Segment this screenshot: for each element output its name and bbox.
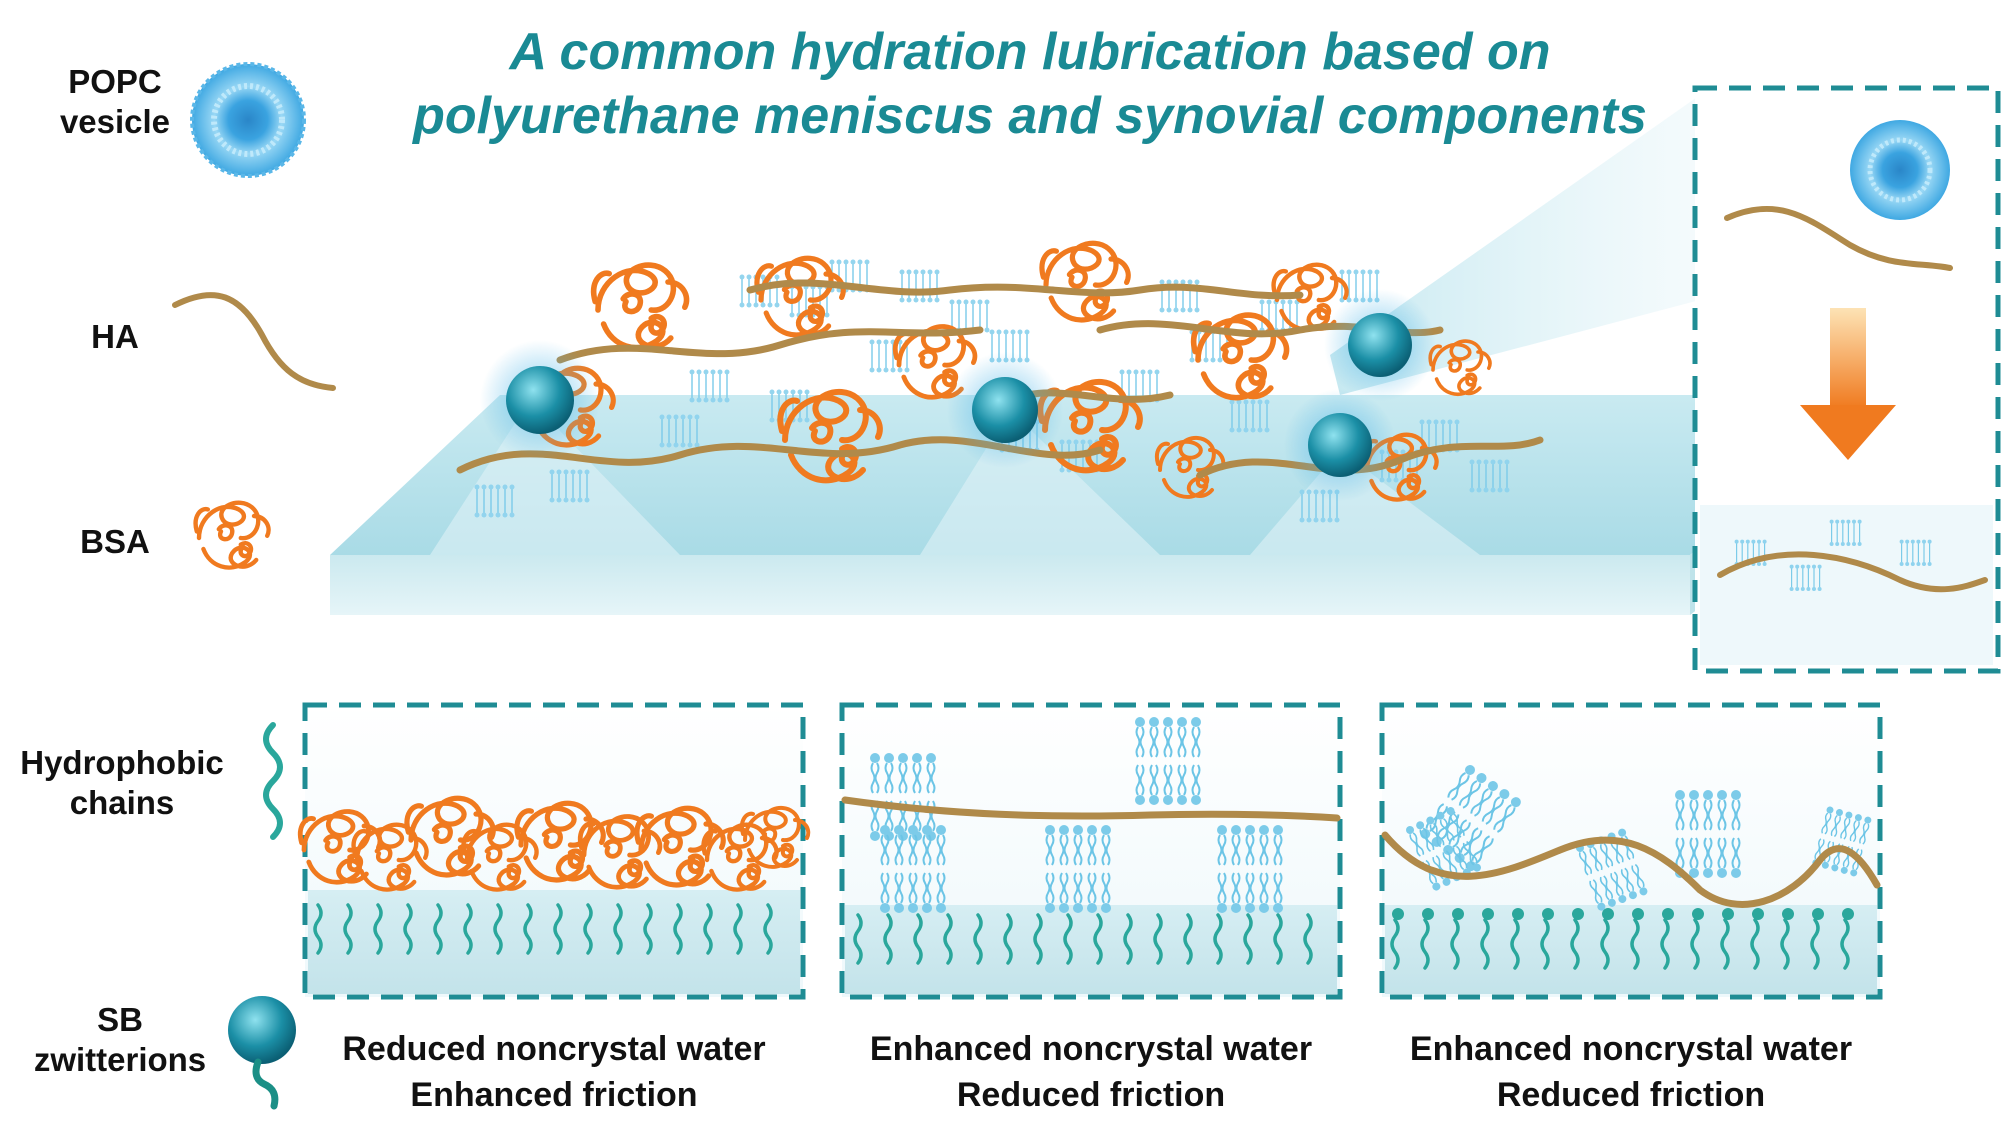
bsa-protein-icon xyxy=(196,503,269,568)
main-lubrication-illustration xyxy=(330,95,1900,615)
hydrophobic-chain-icon xyxy=(263,722,283,840)
legend-sb-line1: SB xyxy=(97,1001,143,1038)
panel-3-caption: Enhanced noncrystal water Reduced fricti… xyxy=(1382,1026,1880,1118)
legend-hydrophobic: Hydrophobic chains xyxy=(2,743,242,823)
title-line-2: polyurethane meniscus and synovial compo… xyxy=(413,87,1647,145)
popc-vesicle-icon xyxy=(190,62,306,178)
legend-popc-line2: vesicle xyxy=(59,103,171,140)
panel-1-caption-line2: Enhanced friction xyxy=(410,1076,698,1114)
panel-reduced-water xyxy=(300,702,811,1000)
legend-sb-line2: zwitterions xyxy=(33,1041,207,1078)
sb-zwitterion-icon xyxy=(228,996,296,1110)
panel-2-caption-line2: Reduced friction xyxy=(956,1076,1226,1114)
legend-hydrophobic-line2: chains xyxy=(69,784,175,821)
ha-strand-icon xyxy=(172,292,336,391)
panel-lipid-ha-wavy xyxy=(1379,702,1883,1000)
panel-lipid-ha-flat xyxy=(839,702,1343,1000)
legend-popc-line1: POPC xyxy=(68,63,162,100)
panel-2-caption: Enhanced noncrystal water Reduced fricti… xyxy=(842,1026,1340,1118)
panel-1-caption-line1: Reduced noncrystal water xyxy=(342,1030,766,1068)
legend-popc: POPC vesicle xyxy=(40,62,190,142)
legend-hydrophobic-line1: Hydrophobic xyxy=(20,744,224,781)
diagram-title: A common hydration lubrication based on … xyxy=(330,20,1730,148)
title-line-1: A common hydration lubrication based on xyxy=(509,23,1551,81)
zoom-panel xyxy=(1692,85,2001,674)
panel-1-caption: Reduced noncrystal water Enhanced fricti… xyxy=(305,1026,803,1118)
panel-3-caption-line2: Reduced friction xyxy=(1496,1076,1766,1114)
legend-ha: HA xyxy=(91,318,139,355)
legend-bsa: BSA xyxy=(80,523,150,560)
panel-2-caption-line1: Enhanced noncrystal water xyxy=(869,1030,1313,1068)
panel-3-caption-line1: Enhanced noncrystal water xyxy=(1409,1030,1853,1068)
legend-sb: SB zwitterions xyxy=(20,1000,220,1080)
